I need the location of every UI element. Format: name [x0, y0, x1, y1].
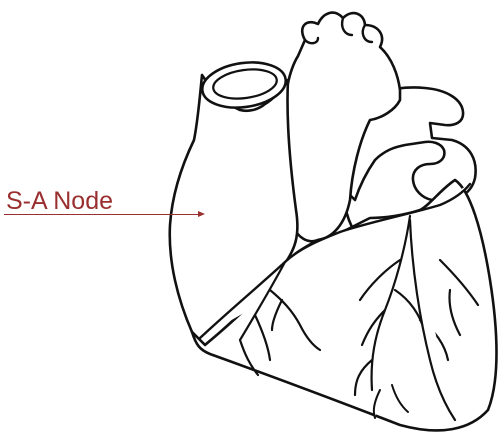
sa-node-leader-line	[4, 214, 200, 215]
sa-node-arrowhead	[198, 211, 205, 217]
sa-node-label: S-A Node	[6, 186, 113, 216]
